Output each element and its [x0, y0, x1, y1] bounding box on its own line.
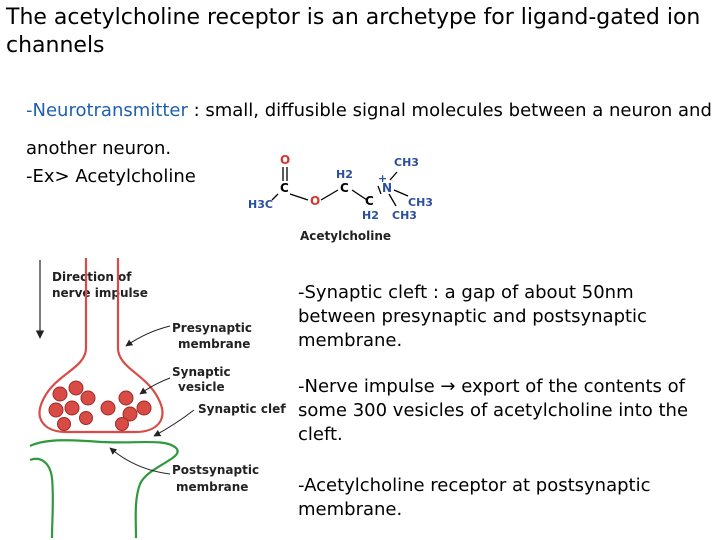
methylene-carbon-a-label: C	[340, 181, 349, 195]
slide-title: The acetylcholine receptor is an archety…	[6, 5, 701, 58]
cleft-label: Synaptic cleft	[198, 402, 286, 416]
carbonyl-carbon-label: C	[280, 181, 289, 195]
postsynaptic-label-line2: membrane	[176, 480, 248, 494]
ch3-bottom-label: CH3	[392, 209, 417, 222]
ch3-right-label: CH3	[408, 196, 433, 209]
acetylcholine-structure: O C H3C O H2 C C H2 N + CH3 CH3 CH3 Acet…	[248, 153, 433, 243]
bullet-synaptic-cleft: -Synaptic cleft : a gap of about 50nm be…	[298, 282, 647, 351]
ester-oxygen-label: O	[310, 194, 320, 208]
neurotransmitter-definition: -Neurotransmitter : small, diffusible si…	[26, 92, 716, 168]
vesicle-label-line1: Synaptic	[172, 365, 231, 379]
neurotransmitter-text: : small, diffusible signal molecules bet…	[26, 100, 712, 159]
bullet-nerve-impulse: -Nerve impulse → export of the contents …	[298, 376, 689, 445]
example-line: -Ex> Acetylcholine	[26, 166, 196, 187]
h2-upper-label: H2	[336, 168, 353, 181]
ch3-top-label: CH3	[394, 156, 419, 169]
postsynaptic-label-line1: Postsynaptic	[172, 463, 259, 477]
carbonyl-oxygen-label: O	[280, 153, 290, 167]
molecule-name: Acetylcholine	[300, 229, 391, 243]
presynaptic-membrane	[38, 258, 164, 434]
vesicle-pointer	[139, 377, 171, 395]
postsynaptic-pointer	[109, 447, 171, 475]
bullet-receptor: -Acetylcholine receptor at postsynaptic …	[298, 475, 651, 520]
nitrogen-label: N	[382, 181, 392, 195]
presynaptic-pointer	[125, 325, 171, 347]
synaptic-vesicles	[48, 380, 152, 431]
neurotransmitter-term: -Neurotransmitter	[26, 100, 188, 121]
postsynaptic-membrane	[29, 439, 179, 538]
synapse-diagram: Direction of nerve impulse Presynaptic m…	[29, 258, 286, 538]
methyl-h3c-label: H3C	[248, 198, 273, 211]
h2-lower-label: H2	[362, 209, 379, 222]
cleft-pointer	[153, 409, 195, 437]
positive-charge-label: +	[378, 172, 387, 185]
presynaptic-label-line1: Presynaptic	[172, 321, 252, 335]
vesicle-label-line2: vesicle	[178, 380, 225, 394]
direction-label-line2: nerve impulse	[52, 286, 148, 300]
methylene-carbon-b-label: C	[365, 194, 374, 208]
presynaptic-label-line2: membrane	[178, 337, 250, 351]
direction-label-line1: Direction of	[52, 270, 132, 284]
postsynaptic-membrane-left	[29, 457, 54, 538]
